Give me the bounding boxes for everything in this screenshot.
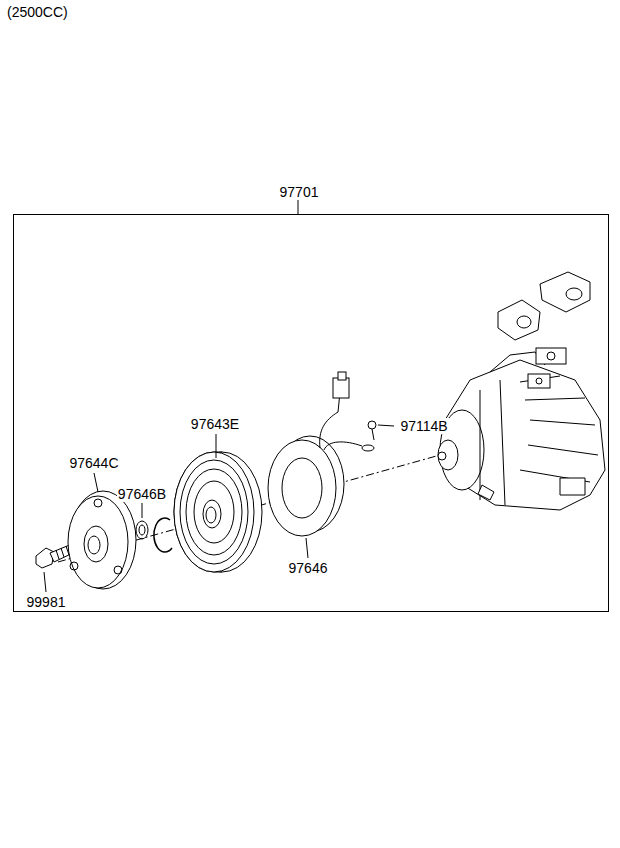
diagram-title: (2500CC) xyxy=(6,4,69,20)
callout-number: 97644C xyxy=(68,455,119,471)
callout-number: 97114B xyxy=(399,418,448,434)
callout-number: 97643E xyxy=(190,416,240,432)
callout-number: 97701 xyxy=(280,184,319,200)
callout-number: 99981 xyxy=(26,594,67,610)
assembly-frame: 97701 xyxy=(13,214,609,612)
callout-number: 97646 xyxy=(288,560,329,576)
callout-number: 97646B xyxy=(117,486,167,502)
